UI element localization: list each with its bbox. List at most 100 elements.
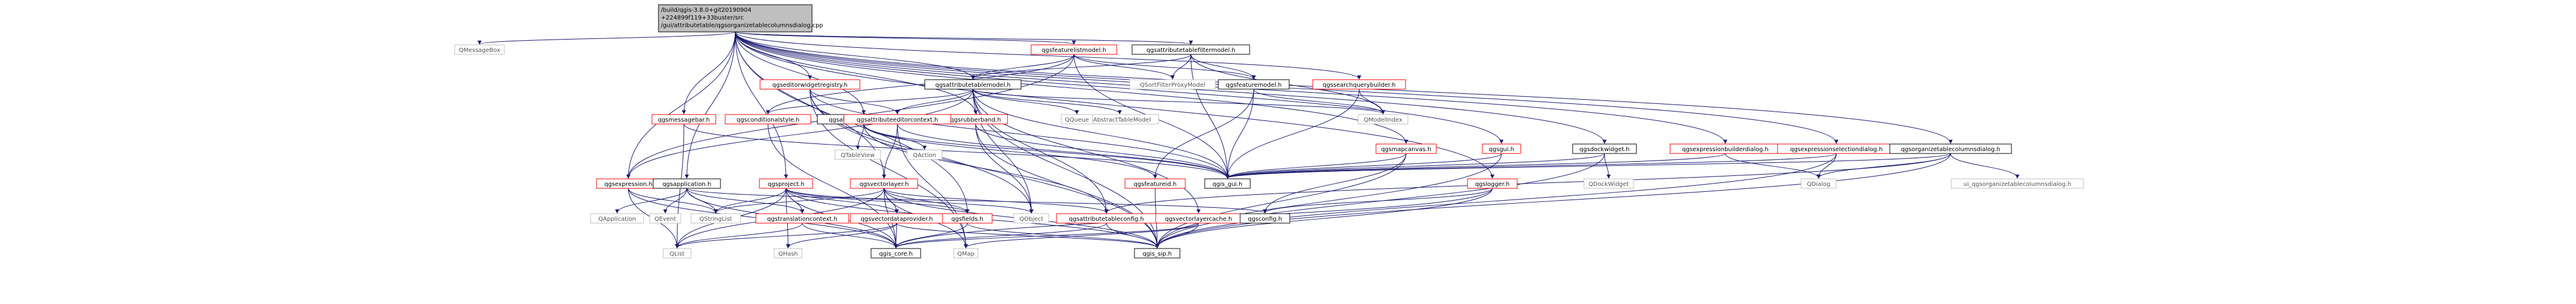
node-label: qgsexpressionbuilderdialog.h (1682, 146, 1769, 153)
edge-qgsfeaturelistmodel-to-qsortfilterproxymodel (1074, 54, 1175, 80)
node-label: QDockWidget (1589, 181, 1629, 188)
edge-qgsvectorlayercache-to-qmap (964, 223, 1199, 249)
node-box (1129, 79, 1216, 90)
edge-qgsrubberband-to-qgis_gui (975, 123, 1230, 179)
node-label: qgsattributetableconfig.h (1069, 216, 1144, 223)
node-label: QApplication (598, 216, 636, 223)
node-qdialog: QDialog (1801, 178, 1837, 189)
node-qgis-sip[interactable]: qgis_sip.h (1134, 248, 1181, 259)
edge-qgsorganizetablecolumnsdialog-to-qgis_gui (1225, 153, 1951, 179)
edge-qgsattributetablemodel-to-qgsattributeeditorcontext (895, 89, 973, 115)
edge-qgsvectorlayer-to-qstringlist (713, 188, 885, 214)
node-qgsattributetablefiltermodel[interactable]: qgsattributetablefiltermodel.h (1132, 44, 1250, 55)
edge-root-to-qgsmessagebar (682, 31, 736, 115)
node-qgsfeaturemodel[interactable]: qgsfeaturemodel.h (1218, 79, 1290, 90)
node-qgsmessagebar[interactable]: qgsmessagebar.h (651, 114, 716, 125)
node-label: /gui/attributetable/qgsorganizetablecolu… (661, 22, 823, 29)
node-box (942, 213, 993, 224)
edge-qgsattributeeditorcontext-to-qgis_gui (897, 123, 1230, 179)
node-qgsmapcanvas[interactable]: qgsmapcanvas.h (1375, 143, 1437, 154)
node-qgsattributetableconfig[interactable]: qgsattributetableconfig.h (1056, 213, 1157, 224)
node-label: QEvent (654, 216, 676, 223)
node-box (953, 248, 979, 259)
edge-qgsexpressionselectiondialog-to-qgis_gui (1225, 153, 1837, 179)
edge-qgslogger-to-qgis_sip (1155, 188, 1493, 249)
edge-qgsattributetableconfig-to-qgis_core (894, 223, 1107, 249)
node-qhash: QHash (774, 248, 803, 259)
node-qgslogger[interactable]: qgslogger.h (1467, 178, 1518, 189)
node-qevent: QEvent (649, 213, 682, 224)
edge-qgsapplication-to-qapplication (615, 188, 687, 214)
node-qgsexpressionselectiondialog[interactable]: qgsexpressionselectiondialog.h (1777, 143, 1896, 154)
edge-root-to-qgsproject (735, 31, 788, 179)
node-box (924, 79, 1022, 90)
edge-qgsdockwidget-to-qgis_gui (1225, 153, 1605, 179)
node-qgsdockwidget[interactable]: qgsdockwidget.h (1572, 143, 1637, 154)
node-qgstranslationcontext[interactable]: qgstranslationcontext.h (755, 213, 849, 224)
edge-qgsvectordataprovider-to-qgis_sip (896, 223, 1159, 249)
node-box (774, 248, 803, 259)
node-qqueue: QQueue (1061, 114, 1093, 125)
node-qgsproject[interactable]: qgsproject.h (759, 178, 813, 189)
node-qgsrubberband[interactable]: qgsrubberband.h (943, 114, 1008, 125)
node-qgsapplication[interactable]: qgsapplication.h (653, 178, 721, 189)
edge-qgsvectorlayercache-to-qgis_core (894, 223, 1199, 249)
node-qgsfeaturelistmodel[interactable]: qgsfeaturelistmodel.h (1031, 44, 1117, 55)
node-qgsvectorlayer[interactable]: qgsvectorlayer.h (850, 178, 918, 189)
node-box (1889, 143, 2012, 154)
node-label: +224899f119+33buster/src (661, 15, 744, 21)
node-box (454, 44, 505, 55)
node-box (1801, 178, 1837, 189)
node-qgsorganizetablecolumnsdialog[interactable]: qgsorganizetablecolumnsdialog.h (1889, 143, 2012, 154)
edge-root-to-qgsapplication (684, 31, 736, 179)
node-box (1583, 178, 1634, 189)
node-qgsexpressionbuilderdialog[interactable]: qgsexpressionbuilderdialog.h (1669, 143, 1781, 154)
node-qgsfields[interactable]: qgsfields.h (942, 213, 993, 224)
node-qgsexpression[interactable]: qgsexpression.h (596, 178, 661, 189)
node-qgsvectordataprovider[interactable]: qgsvectordataprovider.h (850, 213, 944, 224)
node-box (834, 149, 881, 160)
edge-qgsdockwidget-to-qdockwidget (1604, 153, 1611, 179)
node-box (1375, 143, 1437, 154)
node-qgis-core[interactable]: qgis_core.h (870, 248, 921, 259)
node-qgsfeatureid[interactable]: qgsfeatureid.h (1124, 178, 1186, 189)
node-qgsattributeeditorcontext[interactable]: qgsattributeeditorcontext.h (843, 114, 951, 125)
node-label: qgsexpression.h (604, 181, 652, 188)
node-ui-qgsorganizetablecolumnsdialog: ui_qgsorganizetablecolumnsdialog.h (1951, 178, 2084, 189)
edge-qgsvectordataprovider-to-qgis_core (894, 223, 898, 249)
node-qgis-gui[interactable]: qgis_gui.h (1204, 178, 1251, 189)
node-qgsattributetablemodel[interactable]: qgsattributetablemodel.h (924, 79, 1022, 90)
node-label: qgsgui.h (1489, 146, 1514, 153)
node-qgsgui[interactable]: qgsgui.h (1482, 143, 1521, 154)
node-box (1124, 178, 1186, 189)
node-qmessagebox: QMessageBox (454, 44, 505, 55)
edge-qgsattributetablemodel-to-qobject (973, 89, 1033, 214)
edge-qgsmapcanvas-to-qgsconfig (1263, 153, 1407, 214)
edge-qgsattributetablefiltermodel-to-qgsattributetablemodel (971, 54, 1191, 80)
node-label: qgsfeatureid.h (1134, 181, 1177, 188)
node-label: qgsvectorlayer.h (859, 181, 908, 188)
edge-root-to-qgsgui (735, 31, 1504, 144)
edge-qgsproject-to-qobject (785, 188, 1033, 214)
node-box (1218, 79, 1290, 90)
node-label: QQueue (1065, 117, 1089, 123)
node-label: QTableView (841, 152, 875, 159)
edge-qgsvectorlayer-to-qgsattributetableconfig (883, 188, 1108, 214)
node-box (690, 213, 741, 224)
node-box (1134, 248, 1181, 259)
edge-qgsattributetablemodel-to-qgsconditionalstyle (766, 89, 973, 115)
node-label: QModelIndex (1364, 117, 1403, 123)
edge-qgsattributeeditorcontext-to-qmap (897, 123, 968, 249)
node-qgssearchquerybuilder[interactable]: qgssearchquerybuilder.h (1312, 79, 1406, 90)
node-layer: /build/qgis-3.8.0+git20190904+224899f119… (454, 4, 2084, 259)
node-qgsconditionalstyle[interactable]: qgsconditionalstyle.h (725, 114, 811, 125)
node-label: QStringList (699, 216, 732, 223)
edge-qgsrubberband-to-qobject (975, 123, 1033, 214)
edge-qgsorganizetablecolumnsdialog-to-qgsattributetableconfig (1104, 153, 1951, 214)
node-qgsconfig[interactable]: qgsconfig.h (1240, 213, 1290, 224)
edge-qgsgui-to-qgis_sip (1155, 153, 1502, 249)
node-label: QSortFilterProxyModel (1140, 82, 1205, 89)
node-qgsvectorlayercache[interactable]: qgsvectorlayercache.h (1155, 213, 1242, 224)
node-qgseditorwidgetregistry[interactable]: qgseditorwidgetregistry.h (759, 79, 860, 90)
edge-qgsorganizetablecolumnsdialog-to-qgis_sip (1155, 153, 1951, 249)
